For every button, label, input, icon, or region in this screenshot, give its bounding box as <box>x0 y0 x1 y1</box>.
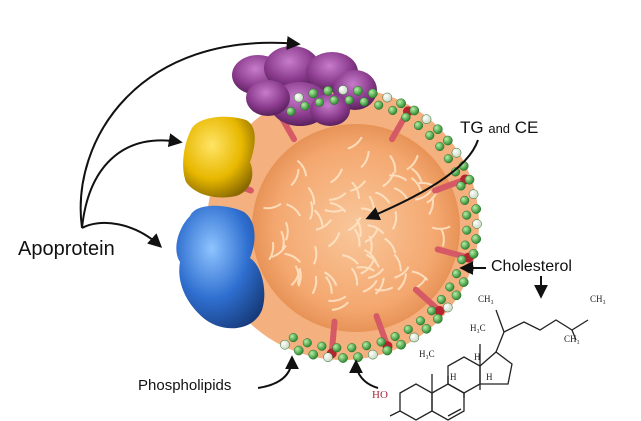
h-label-3: H <box>486 372 493 382</box>
phospholipid-head <box>333 344 342 353</box>
phospholipid-head <box>433 314 442 323</box>
phospholipid-head <box>353 86 362 95</box>
phospholipid-head <box>404 325 413 334</box>
phospholipid-head <box>301 102 310 111</box>
phospholipid-head <box>414 121 423 130</box>
phospholipid-head <box>452 148 461 157</box>
phospholipid-head <box>294 346 303 355</box>
phospholipid-head <box>422 324 431 333</box>
phospholipid-head <box>345 96 354 105</box>
apoprotein-label: Apoprotein <box>18 238 115 261</box>
h3c-label-1: H₃C <box>470 323 486 333</box>
phospholipid-head <box>374 101 383 110</box>
phospholipid-head <box>472 204 481 213</box>
phospholipid-head <box>383 346 392 355</box>
ho-label: HO <box>372 389 388 401</box>
phospholipid-head <box>458 255 467 264</box>
phospholipid-head <box>309 350 318 359</box>
phospholipid-head <box>330 96 339 105</box>
h3c-label-2: H₃C <box>419 349 435 359</box>
tg-ce-label: TG and CE <box>460 118 538 138</box>
phospholipid-head <box>360 98 369 107</box>
phospholipid-head <box>462 211 471 220</box>
phospholipid-head <box>472 219 481 228</box>
ch3-label-c: CH₃ <box>564 334 580 344</box>
phospholipid-head <box>362 341 371 350</box>
apoprotein-blue-icon <box>176 206 264 329</box>
phospholipid-head <box>452 269 461 278</box>
apoprotein-yellow-icon <box>183 117 255 198</box>
phospholipid-head <box>315 98 324 107</box>
phospholipid-head <box>452 291 461 300</box>
apoprotein-arrow-yellow <box>82 140 180 228</box>
phospholipid-head <box>426 131 435 140</box>
h-label-1: H <box>474 352 481 362</box>
phospholipids-arrow <box>258 358 292 388</box>
phospholipid-head <box>443 136 452 145</box>
phospholipid-head <box>397 340 406 349</box>
phospholipid-head <box>368 89 377 98</box>
ch3-label-a: CH₃ <box>478 294 494 304</box>
phospholipid-head <box>287 107 296 116</box>
phospholipid-head <box>469 249 478 258</box>
phospholipid-head <box>289 333 298 342</box>
phospholipid-head <box>338 353 347 362</box>
phospholipid-head <box>446 283 455 292</box>
ch3-label-b: CH₃ <box>590 294 606 304</box>
ce-text: CE <box>515 118 539 137</box>
phospholipids-label: Phospholipids <box>138 377 231 394</box>
phospholipid-head <box>437 295 446 304</box>
tg-text: TG <box>460 118 484 137</box>
phospholipid-head <box>459 278 468 287</box>
phospholipid-head <box>303 339 312 348</box>
phospholipid-head <box>318 342 327 351</box>
phospholipid-head <box>416 317 425 326</box>
and-text: and <box>488 121 510 136</box>
phospholipid-head <box>309 89 318 98</box>
phospholipid-head <box>294 93 303 102</box>
ho-arrow <box>356 362 378 388</box>
h-label-2: H <box>450 372 457 382</box>
phospholipid-head <box>368 350 377 359</box>
phospholipid-head <box>463 226 472 235</box>
phospholipid-head <box>472 234 481 243</box>
phospholipid-head <box>410 106 419 115</box>
phospholipid-head <box>436 142 445 151</box>
phospholipid-head <box>388 106 397 115</box>
phospholipid-head <box>469 190 478 199</box>
phospholipid-head <box>280 340 289 349</box>
phospholipid-head <box>422 115 431 124</box>
phospholipid-head <box>323 353 332 362</box>
phospholipid-head <box>391 332 400 341</box>
phospholipid-head <box>348 343 357 352</box>
phospholipid-head <box>461 241 470 250</box>
phospholipid-head <box>383 93 392 102</box>
phospholipid-head <box>460 196 469 205</box>
phospholipid-head <box>402 113 411 122</box>
phospholipid-head <box>433 125 442 134</box>
phospholipid-head <box>338 85 347 94</box>
phospholipid-head <box>397 99 406 108</box>
phospholipid-head <box>465 175 474 184</box>
phospholipid-head <box>353 353 362 362</box>
phospholipid-head <box>410 333 419 342</box>
phospholipid-head <box>377 338 386 347</box>
phospholipid-head <box>444 154 453 163</box>
cholesterol-label: Cholesterol <box>491 258 572 276</box>
phospholipid-head <box>323 86 332 95</box>
phospholipid-head <box>427 307 436 316</box>
phospholipid-head <box>443 303 452 312</box>
phospholipid-head <box>457 182 466 191</box>
